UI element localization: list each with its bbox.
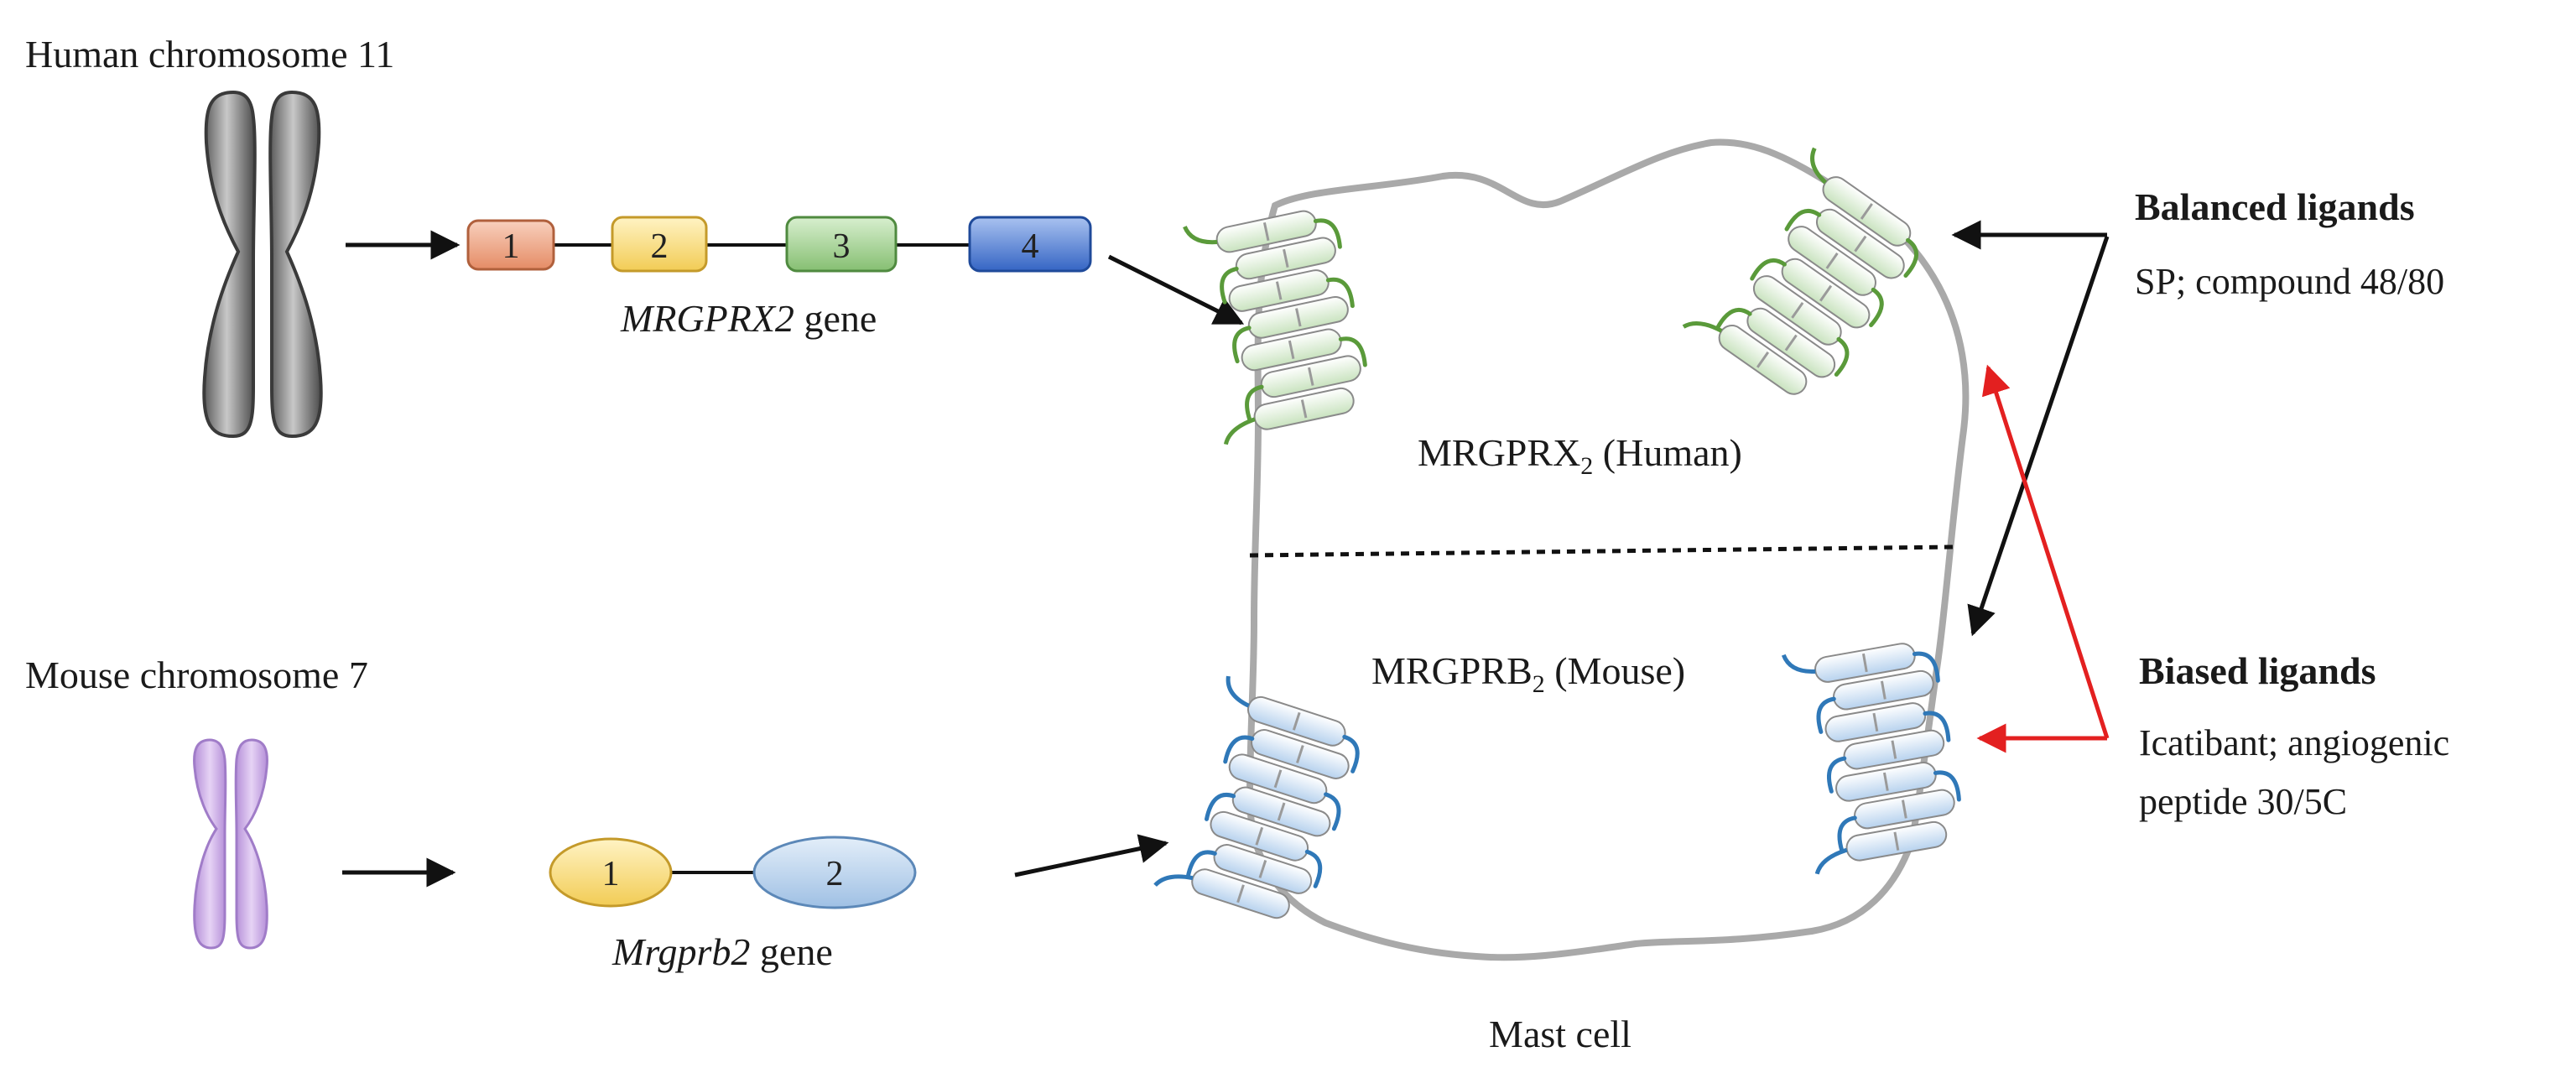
mouse-receptor-left-n-terminus bbox=[1226, 675, 1250, 708]
mouse-receptor-label: MRGPRB2 (Mouse) bbox=[1371, 649, 1685, 698]
human-receptor-right-n-terminus bbox=[1810, 147, 1827, 185]
mouse-chromosome-icon bbox=[193, 738, 268, 950]
human-receptor-right-loop bbox=[1869, 287, 1884, 327]
mouse-gene-label: Mrgprb2 gene bbox=[611, 930, 833, 973]
mouse-receptor-left-c-terminus bbox=[1153, 874, 1194, 888]
human-receptor-left-loop bbox=[1232, 325, 1252, 364]
mouse-receptor-left bbox=[1153, 675, 1360, 919]
human-receptor-right-loop bbox=[1834, 336, 1850, 377]
biased-ligands-title: Biased ligands bbox=[2139, 649, 2376, 692]
human-receptor-left-loop bbox=[1220, 266, 1239, 305]
human-exon-1-label: 1 bbox=[502, 227, 520, 266]
mouse-receptor-left-loop bbox=[1304, 849, 1323, 888]
human-exon-2-label: 2 bbox=[651, 227, 669, 266]
biased-ligands-examples-line1: Icatibant; angiogenic bbox=[2139, 722, 2449, 763]
mouse-receptor-left-loop bbox=[1324, 792, 1341, 831]
human-receptor-left-loop bbox=[1325, 277, 1355, 309]
human-receptor-species: (Human) bbox=[1593, 431, 1742, 474]
mouse-receptor-right-loop bbox=[1816, 696, 1836, 734]
human-receptor-right-loop bbox=[1750, 258, 1787, 281]
human-exon-2 bbox=[611, 216, 708, 273]
human-gene-name: MRGPRX2 bbox=[620, 297, 794, 340]
human-receptor-left-n-terminus bbox=[1183, 226, 1218, 245]
mouse-receptor-name: MRGPRB bbox=[1371, 649, 1533, 692]
mouse-receptor-right-loop bbox=[1923, 711, 1951, 742]
human-receptor-sub: 2 bbox=[1580, 452, 1593, 480]
mouse-receptor-right-loop bbox=[1912, 651, 1940, 683]
mouse-exon-2 bbox=[752, 836, 917, 909]
biased-ligands-examples-line2: peptide 30/5C bbox=[2139, 781, 2347, 822]
biased-ligand-arrows bbox=[1976, 364, 2110, 753]
mouse-receptor-sub: 2 bbox=[1533, 670, 1545, 698]
mouse-receptor-species: (Mouse) bbox=[1545, 649, 1685, 692]
mouse-receptor-right-loop bbox=[1827, 756, 1847, 794]
human-receptor-left bbox=[1183, 210, 1367, 445]
mouse-gene-suffix: gene bbox=[750, 930, 832, 973]
human-receptor-right-loop bbox=[1903, 237, 1919, 278]
human-receptor-left-loop bbox=[1338, 336, 1367, 367]
mouse-receptor-right-c-terminus bbox=[1814, 847, 1848, 875]
human-receptor-left-loop bbox=[1245, 384, 1264, 423]
human-receptor-left-loop bbox=[1313, 218, 1342, 249]
species-divider bbox=[1249, 544, 1955, 558]
receptors bbox=[1153, 147, 1961, 919]
human-exon-3 bbox=[785, 216, 898, 273]
mouse-gene-arrow bbox=[1014, 834, 1169, 878]
human-receptor-label: MRGPRX2 (Human) bbox=[1418, 431, 1742, 480]
human-receptor-right bbox=[1682, 147, 1919, 395]
balanced-ligands-examples: SP; compound 48/80 bbox=[2135, 261, 2444, 302]
mouse-exon-1-label: 1 bbox=[602, 855, 620, 893]
mouse-receptor-left-loop bbox=[1342, 734, 1360, 773]
human-gene-arrow bbox=[1107, 254, 1245, 325]
mouse-gene: 1 2 bbox=[549, 836, 917, 909]
mouse-receptor-left-loop bbox=[1204, 793, 1236, 821]
human-chromosome-icon bbox=[202, 90, 323, 439]
mouse-chromosome-label: Mouse chromosome 7 bbox=[25, 654, 368, 696]
mouse-receptor-right-loop bbox=[1837, 815, 1857, 853]
human-receptor-right-loop bbox=[1784, 209, 1822, 232]
biased-arrow-human bbox=[1981, 364, 2110, 739]
human-chromosome-label: Human chromosome 11 bbox=[25, 33, 394, 76]
balanced-arrow-mouse bbox=[1967, 236, 2110, 637]
mouse-exon-1 bbox=[549, 837, 673, 908]
mast-cell-membrane bbox=[1246, 138, 1970, 961]
human-exon-1 bbox=[466, 219, 555, 271]
human-exon-4-label: 4 bbox=[1022, 227, 1039, 266]
human-exon-3-label: 3 bbox=[833, 227, 851, 266]
human-receptor-left-c-terminus bbox=[1223, 417, 1256, 445]
mouse-receptor-right-loop bbox=[1933, 770, 1961, 802]
human-receptor-right-c-terminus bbox=[1682, 320, 1723, 333]
mast-cell-label: Mast cell bbox=[1489, 1013, 1631, 1055]
mouse-exon-2-label: 2 bbox=[826, 855, 844, 893]
balanced-ligand-arrows bbox=[1951, 220, 2110, 637]
human-gene-label: MRGPRX2 gene bbox=[620, 297, 877, 340]
human-exon-4 bbox=[968, 216, 1092, 273]
human-gene-suffix: gene bbox=[794, 297, 877, 340]
balanced-ligands-title: Balanced ligands bbox=[2135, 185, 2415, 228]
mouse-receptor-left-loop bbox=[1185, 850, 1217, 879]
mouse-gene-name: Mrgprb2 bbox=[611, 930, 750, 973]
mouse-receptor-right bbox=[1781, 643, 1961, 875]
human-gene: 1 2 3 4 bbox=[466, 216, 1092, 273]
human-receptor-name: MRGPRX bbox=[1418, 431, 1580, 474]
human-receptor-right-loop bbox=[1715, 308, 1752, 331]
mouse-receptor-right-n-terminus bbox=[1781, 654, 1816, 674]
mouse-receptor-left-loop bbox=[1223, 735, 1255, 764]
